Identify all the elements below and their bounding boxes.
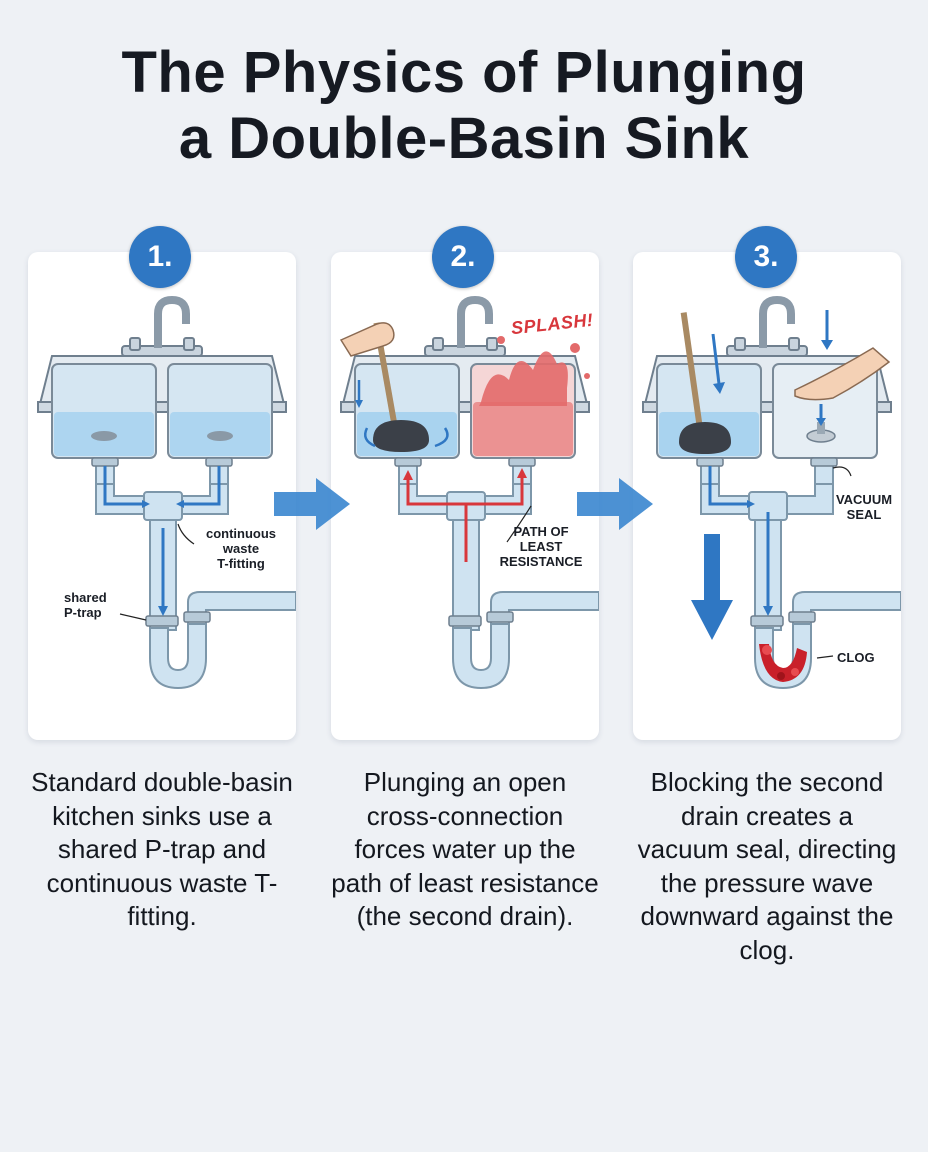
title-line-2: a Double-Basin Sink (178, 106, 750, 171)
step-1-panel: continuous waste T-fitting shared P-trap (28, 252, 296, 740)
step-1-illustration (37, 295, 296, 690)
step-3-caption: Blocking the second drain creates a vacu… (637, 767, 897, 965)
step-3-illustration (642, 295, 901, 690)
hand-icon (339, 322, 395, 357)
plunger-icon (373, 322, 429, 452)
step-2-panel: SPLASH! PATH OF LEAST RESISTANCE (331, 252, 599, 740)
step-1-badge: 1. (129, 226, 191, 288)
flow-arrow-icon (577, 478, 653, 530)
page-title: The Physics of Plunging a Double-Basin S… (0, 40, 928, 172)
step-2-illustration (339, 295, 599, 690)
hand-icon (794, 347, 891, 401)
path-of-least-resistance-label: PATH OF LEAST RESISTANCE (499, 524, 583, 569)
clog-label: CLOG (837, 650, 875, 665)
vacuum-seal-label: VACUUM SEAL (835, 492, 893, 522)
faucet-icon (726, 295, 808, 357)
faucet-icon (424, 295, 506, 357)
faucet-icon (121, 295, 203, 357)
flow-arrow-icon (691, 534, 733, 640)
flow-arrow-icon (274, 478, 350, 530)
step-3-badge: 3. (735, 226, 797, 288)
tfitting-label: continuous waste T-fitting (205, 526, 277, 571)
step-2-badge: 2. (432, 226, 494, 288)
title-line-1: The Physics of Plunging (121, 40, 807, 105)
step-3-panel: VACUUM SEAL CLOG (633, 252, 901, 740)
plunger-icon (679, 312, 731, 454)
ptrap-label: shared P-trap (64, 590, 107, 620)
step-2-caption: Plunging an open cross-connection forces… (331, 767, 599, 931)
step-1-caption: Standard double-basin kitchen sinks use … (31, 767, 293, 931)
